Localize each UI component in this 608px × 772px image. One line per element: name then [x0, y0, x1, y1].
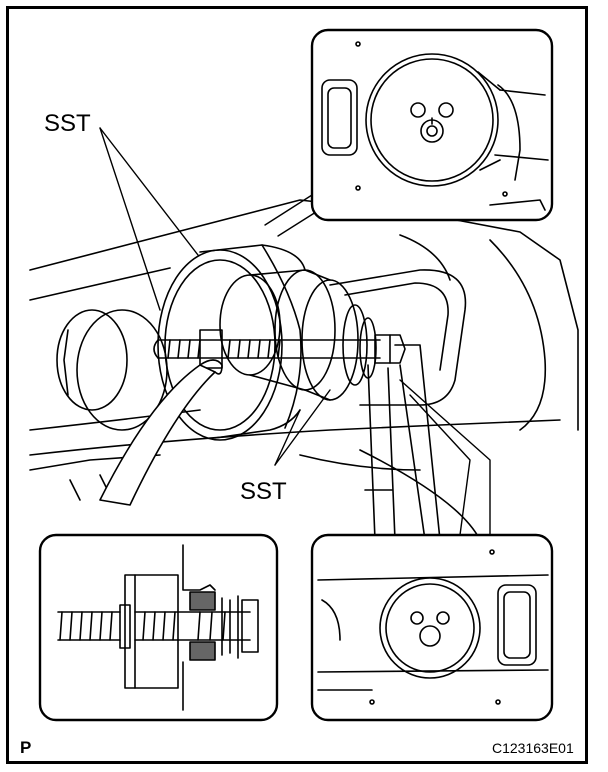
wrench	[99, 359, 223, 506]
corner-mark: P	[20, 738, 32, 757]
sst-label-bottom: SST	[240, 478, 287, 505]
sst-label-top: SST	[44, 110, 91, 137]
inset-top-right	[310, 28, 554, 222]
support-strut	[364, 344, 441, 541]
leader-lines	[99, 127, 331, 466]
callout-pointers	[264, 194, 491, 536]
figure-code: C123163E01	[492, 740, 574, 756]
panel-openings	[56, 269, 467, 431]
inset-bottom-right	[310, 533, 554, 722]
puller-cup	[157, 244, 306, 441]
threaded-bolt	[153, 329, 406, 369]
inset-bottom-left	[38, 533, 279, 722]
